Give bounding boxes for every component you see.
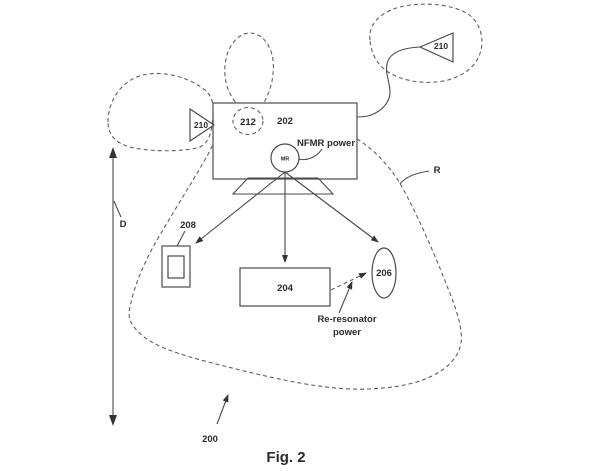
dashed-arrow-204-to-206: [330, 272, 367, 291]
label-212: 212: [240, 117, 256, 128]
distance-d-leader: [113, 200, 122, 218]
arrow-mr-to-206: [284, 171, 379, 243]
device-204-box: [239, 267, 331, 307]
distance-arrowhead-top: [109, 147, 117, 158]
antenna-circle-212: [232, 106, 264, 136]
unit-stand: [231, 177, 335, 195]
label-mr: MR: [281, 157, 290, 163]
antenna-triangle-left: [189, 107, 216, 143]
label-206: 206: [376, 268, 392, 279]
label-202: 202: [277, 116, 293, 127]
label-region-r: R: [434, 165, 441, 176]
antenna-wire: [356, 46, 421, 118]
label-200: 200: [202, 434, 218, 445]
label-204: 204: [277, 283, 294, 294]
label-re-resonator-power-1: Re-resonator: [317, 314, 376, 325]
figure-caption: Fig. 2: [266, 449, 305, 466]
arrow-mr-to-208: [195, 171, 286, 244]
antenna-triangle-right: [418, 32, 454, 63]
nfmr-power-leader: [298, 148, 323, 161]
region-r-leader: [399, 170, 430, 185]
left-field-blob-dashed: [107, 72, 214, 152]
antenna-balloon-dashed: [224, 32, 274, 108]
label-distance-d: D: [120, 219, 127, 230]
arrow-re-resonator-power: [338, 281, 353, 314]
label-re-resonator-power-2: power: [333, 327, 361, 338]
label-208: 208: [180, 220, 196, 231]
distance-arrowhead-bottom: [109, 415, 117, 426]
mr-resonator-circle: [270, 143, 300, 173]
leader-208: [176, 230, 186, 247]
label-nfmr-power: NFMR power: [297, 138, 355, 149]
re-resonator-206-ellipse: [371, 247, 397, 299]
label-210-right: 210: [434, 41, 448, 51]
device-208-inner: [167, 255, 185, 279]
label-210-left: 210: [194, 120, 208, 130]
right-field-blob-dashed: [369, 3, 483, 83]
arrow-200-to-boundary: [216, 394, 229, 425]
